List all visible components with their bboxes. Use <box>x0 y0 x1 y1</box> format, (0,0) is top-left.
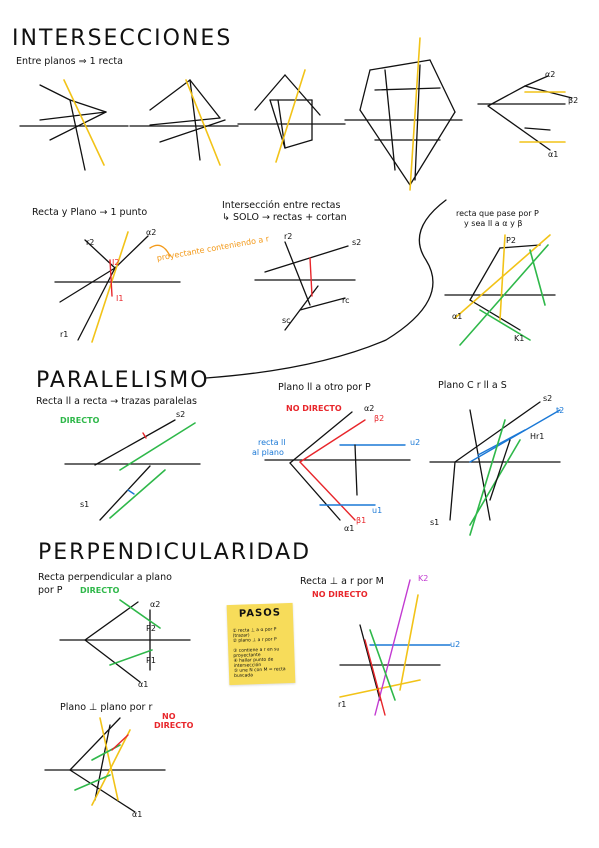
diagram-entre-rectas <box>254 241 356 331</box>
interseccion-planos-5 <box>477 75 573 151</box>
label-plano-perp: Plano ⊥ plano por r <box>60 702 153 713</box>
label-t2: t2 <box>556 406 565 415</box>
diagram-plano-paralelo <box>264 411 411 521</box>
label-alpha1: α1 <box>548 150 559 159</box>
interseccion-planos-2 <box>129 79 239 166</box>
label-s2-a: s2 <box>352 238 362 247</box>
label-no-directo-perp-1: NO DIRECTO <box>312 590 368 599</box>
label-alpha1-r: α1 <box>132 810 143 819</box>
label-recta-perp-2: por P <box>38 585 63 596</box>
diagram-recta-por-p <box>444 234 556 346</box>
label-recta-plano: Recta y Plano → 1 punto <box>32 207 148 218</box>
label-recta-perp-1: Recta perpendicular a plano <box>38 572 172 583</box>
label-Hr1: Hr1 <box>530 432 545 441</box>
label-P2: P2 <box>506 236 516 245</box>
label-recta-al-plano-1: recta ll <box>258 438 286 447</box>
label-K1: K1 <box>514 334 525 343</box>
interseccion-planos-4 <box>344 37 463 191</box>
label-no-directo-paralelismo: NO DIRECTO <box>286 404 342 413</box>
diagram-plano-r-s <box>429 401 561 536</box>
label-recta-por-p-1: recta que pase por P <box>456 209 539 218</box>
label-r2-b: r2 <box>284 232 293 241</box>
label-P2-q: P2 <box>146 624 156 633</box>
label-beta2: β2 <box>568 96 579 105</box>
label-alpha2-b: α2 <box>146 228 157 237</box>
label-directo-paralelismo: DIRECTO <box>60 416 100 425</box>
diagram-recta-perp-r <box>339 579 451 716</box>
label-recta-al-plano-2: al plano <box>252 448 284 457</box>
pasos-sticky-note: PASOS ① recta ⊥ a α por P (trazar) ② pla… <box>226 602 296 686</box>
label-s2-b: s2 <box>176 410 186 419</box>
label-alpha1-q: α1 <box>138 680 149 689</box>
label-plano-otro: Plano ll a otro por P <box>278 382 371 393</box>
label-alpha2: α2 <box>545 70 556 79</box>
pasos-step-5: ⑤ une N con M = recta buscada <box>233 667 286 679</box>
label-s1-b: s1 <box>80 500 90 509</box>
diagram-plano-perp-plano <box>44 717 166 813</box>
label-no-perp-2: NO <box>162 712 176 721</box>
label-r1-a: r1 <box>60 330 69 339</box>
label-u1: u1 <box>372 506 383 515</box>
label-u2-q: u2 <box>450 640 461 649</box>
label-K2: K2 <box>418 574 429 583</box>
interseccion-planos-3 <box>237 69 346 163</box>
interseccion-planos-1 <box>19 79 129 171</box>
label-s1-c: s1 <box>430 518 440 527</box>
diagram-recta-perp-plano <box>59 599 191 683</box>
label-directo-perp-2: DIRECTO <box>154 721 194 730</box>
label-P1-q: P1 <box>146 656 156 665</box>
label-recta-perp-r: Recta ⊥ a r por M <box>300 576 384 587</box>
label-alpha1-p: α1 <box>344 524 355 533</box>
label-s2-c: s2 <box>543 394 553 403</box>
pasos-title: PASOS <box>238 607 282 620</box>
subtitle-entre-planos: Entre planos ⇒ 1 recta <box>16 56 123 67</box>
diagram-recta-plano <box>54 231 181 343</box>
label-beta2-p: β2 <box>374 414 385 423</box>
subtitle-recta-recta: Recta ll a recta → trazas paralelas <box>36 396 197 407</box>
title-paralelismo: PARALELISMO <box>36 368 210 393</box>
label-r2-a: r2 <box>86 238 95 247</box>
label-entre-rectas-2: ↳ SOLO → rectas + cortan <box>222 212 347 223</box>
label-beta1-p: β1 <box>356 516 367 525</box>
label-entre-rectas-1: Intersección entre rectas <box>222 200 341 211</box>
label-r1-q: r1 <box>338 700 347 709</box>
diagram-recta-recta <box>64 419 201 521</box>
pasos-step-2: ② plano ⊥ a r por P <box>232 637 277 644</box>
title-perpendicularidad: PERPENDICULARIDAD <box>38 540 312 565</box>
label-alpha2-q: α2 <box>150 600 161 609</box>
label-plano-r-s: Plano C r ll a S <box>438 380 507 391</box>
label-sc: sc <box>282 316 291 325</box>
label-u2: u2 <box>410 438 421 447</box>
title-intersecciones: INTERSECCIONES <box>12 26 233 51</box>
label-alpha2-p: α2 <box>364 404 375 413</box>
label-alpha1-c: α1 <box>452 312 463 321</box>
label-I1: I1 <box>116 294 124 303</box>
divider-curve <box>205 199 447 379</box>
label-recta-por-p-2: y sea ll a α y β <box>464 219 523 228</box>
label-I2: I2 <box>112 258 120 267</box>
label-directo-perp: DIRECTO <box>80 586 120 595</box>
label-rc: rc <box>342 296 350 305</box>
